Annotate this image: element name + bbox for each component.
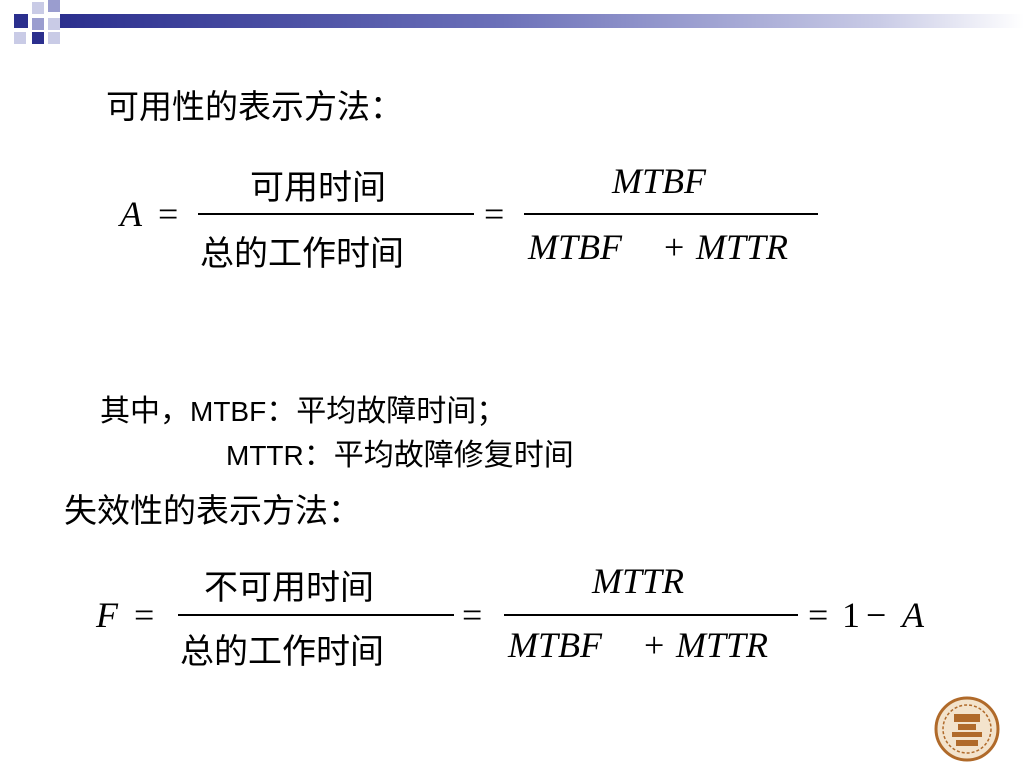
note-term: MTTR <box>226 440 304 471</box>
formula-denominator-term: MTTR <box>676 625 769 665</box>
formula-one: 1 <box>842 595 860 635</box>
decor-square <box>32 2 44 14</box>
title-band <box>60 14 1024 28</box>
decor-square <box>48 0 60 12</box>
formula-equals: = <box>462 595 483 635</box>
university-seal-icon <box>934 696 1000 762</box>
formula-numerator: 可用时间 <box>250 168 386 208</box>
note-definition: ：平均故障时间； <box>266 394 507 429</box>
formula-equals: = <box>484 194 505 234</box>
formula-plus: + <box>644 625 665 665</box>
fraction-bar <box>524 213 818 215</box>
formula-numerator-abbr: MTTR <box>592 561 685 601</box>
fraction-bar <box>198 213 474 215</box>
formula-plus: + <box>664 227 685 267</box>
formula-denominator-term: MTTR <box>696 227 789 267</box>
formula-equals: = <box>134 595 155 635</box>
formula-equals: = <box>158 194 179 234</box>
note-line-mtbf: 其中，MTBF：平均故障时间； <box>100 386 506 430</box>
note-prefix: 其中， <box>100 394 190 429</box>
decor-square <box>14 32 26 44</box>
decor-square <box>48 18 60 30</box>
fraction-bar <box>504 614 798 616</box>
note-line-mttr: MTTR：平均故障修复时间 <box>226 430 574 474</box>
formula-equals: = <box>808 595 829 635</box>
formula-lhs: F <box>96 595 118 635</box>
blue-squares-icon <box>14 14 28 28</box>
formula-denominator-term: MTBF <box>508 625 602 665</box>
fraction-bar <box>178 614 454 616</box>
formula-minus: − <box>866 595 887 635</box>
formula-denominator: 总的工作时间 <box>200 234 404 274</box>
formula-numerator: 不可用时间 <box>204 568 374 608</box>
formula-denominator: 总的工作时间 <box>180 632 384 672</box>
availability-heading: 可用性的表示方法： <box>106 87 403 126</box>
formula-lhs: A <box>120 194 142 234</box>
note-definition: ：平均故障修复时间 <box>303 438 574 473</box>
note-term: MTBF <box>190 396 267 427</box>
formula-rhs-variable: A <box>902 595 924 635</box>
unavailability-heading: 失效性的表示方法： <box>64 491 361 530</box>
decor-square <box>32 18 44 30</box>
decor-square <box>48 32 60 44</box>
decor-square <box>32 32 44 44</box>
title-decoration <box>0 0 1024 60</box>
formula-numerator-abbr: MTBF <box>612 161 706 201</box>
formula-denominator-term: MTBF <box>528 227 622 267</box>
